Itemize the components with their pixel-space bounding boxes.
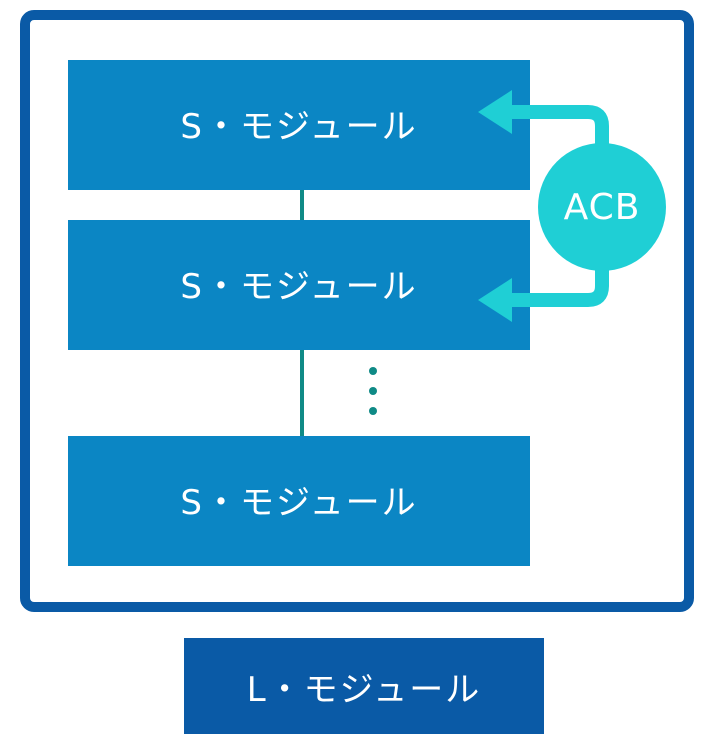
l-module-label-box: L・モジュール [184,638,544,734]
connector-line-1 [300,190,304,220]
s-module-2: S・モジュール [68,220,530,350]
ellipsis-dot-3 [369,407,377,415]
s-module-2-label: S・モジュール [180,266,418,307]
s-module-3: S・モジュール [68,436,530,566]
ellipsis-dot-2 [369,387,377,395]
connector-line-2 [300,350,304,436]
l-module-label: L・モジュール [246,669,482,710]
acb-circle: ACB [538,143,666,271]
ellipsis-dot-1 [369,367,377,375]
s-module-1: S・モジュール [68,60,530,190]
acb-label: ACB [563,186,641,228]
s-module-3-label: S・モジュール [180,482,418,523]
s-module-1-label: S・モジュール [180,106,418,147]
